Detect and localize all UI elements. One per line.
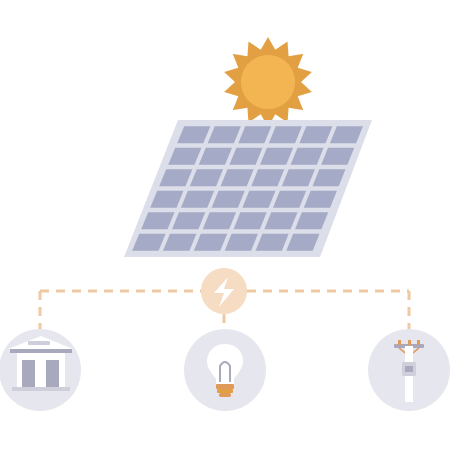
solar-cell [268,126,302,144]
solar-cell [299,126,333,144]
solar-cell [163,233,197,251]
solar-cell [132,233,166,251]
solar-cell [303,190,337,208]
solar-cell [290,147,324,165]
solar-cell [281,169,315,187]
solar-panel-icon [124,120,372,257]
lightning-bolt-icon [214,277,234,307]
solar-cell [224,233,258,251]
connector-lines [38,289,411,329]
house-icon [8,336,73,391]
solar-cell [220,169,254,187]
solar-cell [202,212,236,230]
solar-cell [172,212,206,230]
solar-cell [273,190,307,208]
solar-cell [229,147,263,165]
light-bulb-node [184,329,266,411]
solar-cell [264,212,298,230]
solar-cell [295,212,329,230]
solar-cell [233,212,267,230]
solar-cell [150,190,184,208]
sun-icon [224,37,312,127]
solar-cell [180,190,215,208]
solar-cell [312,169,346,187]
solar-cell [329,126,363,144]
solar-cell [198,147,232,165]
power-pole-icon [394,340,424,402]
solar-panel-cells [132,126,363,251]
sun-core [241,55,295,109]
house-node [0,329,81,411]
solar-cell [189,169,224,187]
solar-cell [321,147,355,165]
solar-cell [159,169,193,187]
solar-cell [211,190,245,208]
solar-cell [168,147,202,165]
solar-cell [251,169,285,187]
solar-cell [177,126,211,144]
solar-cell [286,233,320,251]
solar-cell [255,233,289,251]
energy-hub [201,268,247,314]
solar-cell [238,126,272,144]
solar-cell [260,147,294,165]
solar-cell [242,190,276,208]
light-bulb-icon [207,344,243,397]
solar-cell [193,233,228,251]
solar-cell [207,126,241,144]
power-pole-node [368,329,450,411]
solar-cell [141,212,175,230]
